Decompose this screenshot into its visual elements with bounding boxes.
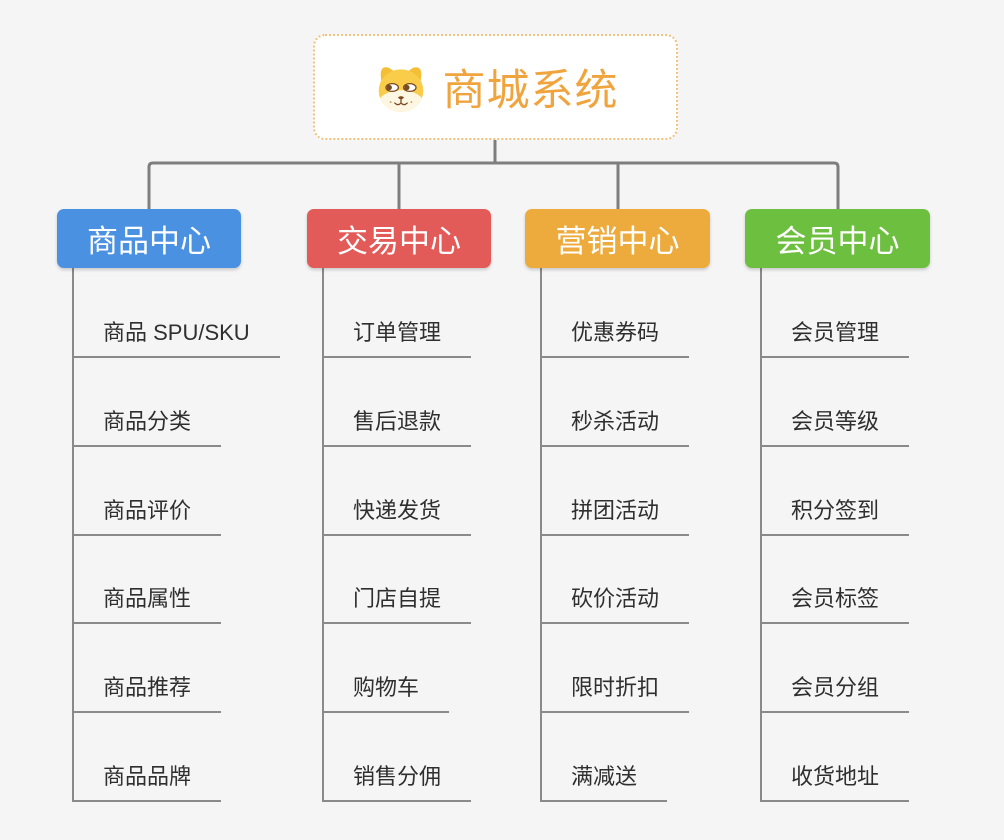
- leaf-item[interactable]: 快递发货: [323, 493, 472, 536]
- leaf-item[interactable]: 秒杀活动: [541, 404, 690, 447]
- leaf-item[interactable]: 商品推荐: [73, 670, 222, 713]
- leaf-item[interactable]: 售后退款: [323, 404, 472, 447]
- branch-node-marketing-center[interactable]: 营销中心: [525, 209, 710, 268]
- leaf-item[interactable]: 商品属性: [73, 581, 222, 624]
- leaf-item[interactable]: 商品分类: [73, 404, 222, 447]
- branch-label: 商品中心: [87, 224, 211, 259]
- leaf-item[interactable]: 积分签到: [761, 493, 910, 536]
- leaf-item[interactable]: 商品评价: [73, 493, 222, 536]
- leaf-item[interactable]: 限时折扣: [541, 670, 690, 713]
- leaf-item[interactable]: 会员管理: [761, 315, 910, 358]
- leaf-item[interactable]: 优惠券码: [541, 315, 690, 358]
- leaf-item[interactable]: 商品 SPU/SKU: [73, 315, 280, 358]
- tree-connectors: [147, 139, 840, 211]
- leaf-item[interactable]: 销售分佣: [323, 759, 472, 802]
- leaf-item[interactable]: 收货地址: [761, 759, 910, 802]
- root-node[interactable]: 商城系统: [313, 34, 678, 140]
- leaf-item[interactable]: 门店自提: [323, 581, 472, 624]
- leaf-item[interactable]: 满减送: [541, 759, 668, 802]
- branch-label: 会员中心: [775, 224, 900, 259]
- dog-face-icon: [373, 61, 429, 113]
- leaf-item[interactable]: 订单管理: [323, 315, 472, 358]
- leaf-item[interactable]: 会员分组: [761, 670, 910, 713]
- leaf-item[interactable]: 拼团活动: [541, 493, 690, 536]
- branch-label: 交易中心: [337, 224, 461, 259]
- leaf-item[interactable]: 会员标签: [761, 581, 910, 624]
- leaf-item[interactable]: 商品品牌: [73, 759, 222, 802]
- leaf-item[interactable]: 砍价活动: [541, 581, 690, 624]
- branch-label: 营销中心: [555, 224, 680, 259]
- leaf-item[interactable]: 会员等级: [761, 404, 910, 447]
- branch-node-trade-center[interactable]: 交易中心: [307, 209, 491, 268]
- root-title: 商城系统: [442, 67, 619, 115]
- leaf-item[interactable]: 购物车: [323, 670, 450, 713]
- branch-node-member-center[interactable]: 会员中心: [745, 209, 930, 268]
- branch-node-product-center[interactable]: 商品中心: [57, 209, 241, 268]
